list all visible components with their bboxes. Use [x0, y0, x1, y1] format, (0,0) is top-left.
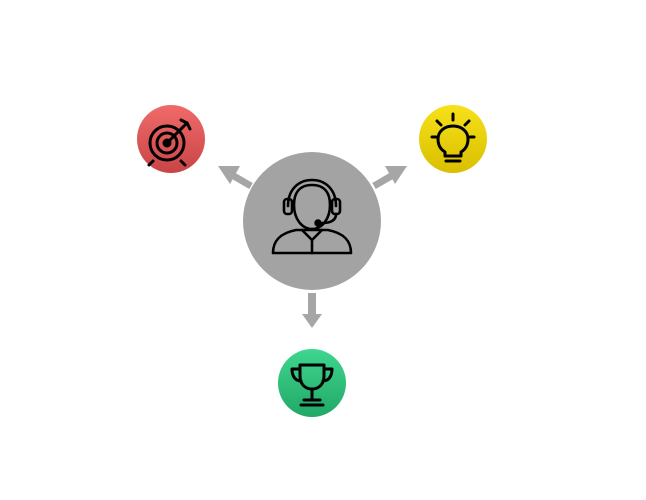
target-with-arrow-icon: [147, 118, 192, 167]
arrow-to-achievement: [302, 293, 322, 328]
customer-support-headset-icon: [271, 178, 353, 255]
arrow-to-goal: [218, 166, 253, 190]
trophy-icon: [290, 363, 334, 407]
idea-node: [419, 105, 487, 173]
achievement-node: [278, 349, 346, 417]
goal-node: [137, 105, 205, 173]
arrow-to-idea: [372, 166, 407, 190]
lightbulb-icon: [430, 112, 476, 163]
center-node: [243, 152, 381, 290]
